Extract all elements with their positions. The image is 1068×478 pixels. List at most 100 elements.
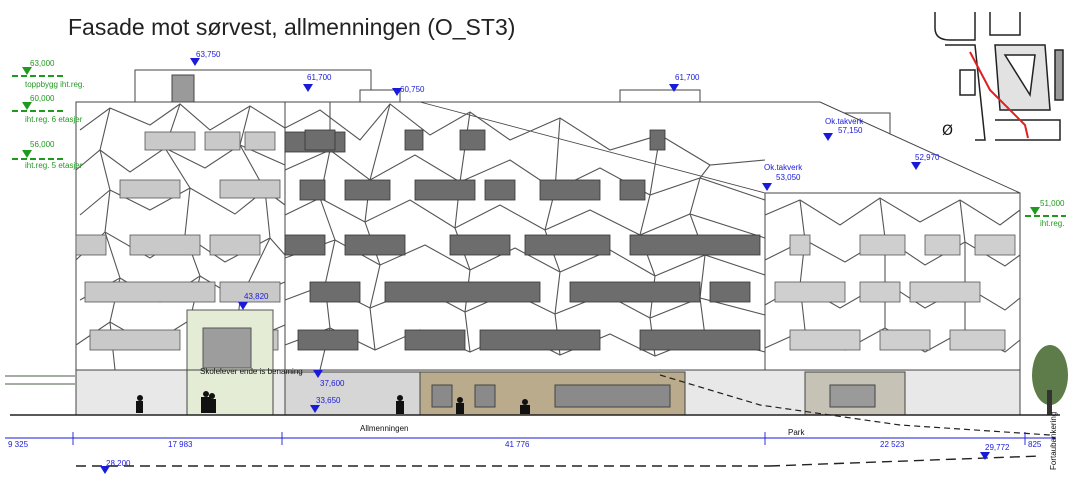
window [299, 179, 326, 201]
window [449, 234, 511, 256]
window [414, 179, 476, 201]
rooftop-structure-left [134, 69, 372, 103]
window [144, 131, 196, 151]
level-marker-icon [980, 452, 990, 460]
window [569, 281, 701, 303]
window [649, 129, 666, 151]
window [209, 234, 261, 256]
window [479, 329, 601, 351]
rooftop-structure-right [619, 89, 701, 103]
site-plan-key [934, 12, 1064, 141]
level-label: 53,050 [776, 173, 801, 182]
window [309, 281, 361, 303]
level-label: 52,970 [915, 153, 940, 162]
level-label: 33,650 [316, 396, 341, 405]
terrain [10, 374, 1060, 467]
height-limit-icon [22, 102, 32, 110]
level-marker-icon [823, 133, 833, 141]
window [484, 179, 516, 201]
window-grid-dark [284, 129, 761, 351]
height-limit-icon [22, 150, 32, 158]
level-marker-icon [310, 405, 320, 413]
window [619, 179, 646, 201]
window [344, 234, 406, 256]
window [297, 329, 359, 351]
level-label: 29,772 [985, 443, 1010, 452]
window [789, 234, 811, 256]
window [404, 129, 424, 151]
window [949, 329, 1006, 351]
entrance-glazing [202, 327, 252, 369]
window [879, 329, 931, 351]
side-label: Fortaubankering [1049, 412, 1058, 470]
window [459, 129, 486, 151]
level-label: 61,700 [307, 73, 332, 82]
level-marker-icon [303, 84, 313, 92]
window [204, 131, 241, 151]
window [89, 329, 181, 351]
level-marker-icon [911, 162, 921, 170]
height-limit-label: iht.reg. [1040, 219, 1064, 228]
entrance-sign: Skolelever ende is benaming [200, 367, 303, 376]
dimension-value: 9 325 [8, 440, 29, 449]
window [284, 234, 326, 256]
level-markers [100, 58, 990, 474]
level-marker-icon [238, 302, 248, 310]
level-label: 37,600 [320, 379, 345, 388]
window-grid-right [774, 234, 1016, 351]
height-limit-value: 51,000 [1040, 199, 1065, 208]
window [474, 384, 496, 408]
dimension-value: 825 [1028, 440, 1042, 449]
window [859, 281, 901, 303]
height-limit-markers: 63,000 toppbygg iht.reg. 60,000 iht.reg.… [12, 59, 1066, 228]
level-marker-icon [100, 466, 110, 474]
window [119, 179, 181, 199]
window [554, 384, 671, 408]
window-grid [75, 131, 281, 351]
window [539, 179, 601, 201]
height-limit-value: 63,000 [30, 59, 55, 68]
height-limit-icon [22, 67, 32, 75]
window [219, 179, 281, 199]
window [344, 179, 391, 201]
level-label: 63,750 [196, 50, 221, 59]
window [974, 234, 1016, 256]
rooftop-block [171, 74, 195, 103]
height-limit-value: 60,000 [30, 94, 55, 103]
ground-floor [75, 369, 1021, 416]
window [909, 281, 981, 303]
level-marker-icon [190, 58, 200, 66]
height-limit-label: iht.reg. 5 etasjer [25, 161, 83, 170]
window [629, 234, 761, 256]
label-park: Park [788, 428, 805, 437]
level-label: Ok.takverk [764, 163, 803, 172]
window [789, 329, 861, 351]
height-limit-label: toppbygg iht.reg. [25, 80, 85, 89]
people-silhouettes [136, 391, 530, 414]
window [304, 129, 336, 151]
dimension-value: 22 523 [880, 440, 905, 449]
level-label: 28,200 [106, 459, 131, 468]
window [244, 131, 276, 151]
level-label: 43,820 [244, 292, 269, 301]
height-limit-icon [1030, 207, 1040, 215]
window [639, 329, 761, 351]
level-marker-icon [392, 88, 402, 96]
entrance-ground [186, 369, 274, 416]
tree-right [1032, 345, 1068, 415]
window [129, 234, 201, 256]
level-marker-icon [762, 183, 772, 191]
window [774, 281, 846, 303]
height-limit-value: 56,000 [30, 140, 55, 149]
window [431, 384, 453, 408]
window [404, 329, 466, 351]
drawing-title: Fasade mot sørvest, allmenningen (O_ST3) [68, 14, 516, 40]
window [219, 281, 281, 303]
rooftop-structure-mid [359, 89, 401, 103]
window [75, 234, 107, 256]
level-label: 57,150 [838, 126, 863, 135]
window [384, 281, 541, 303]
level-label: 60,750 [400, 85, 425, 94]
level-label: 61,700 [675, 73, 700, 82]
